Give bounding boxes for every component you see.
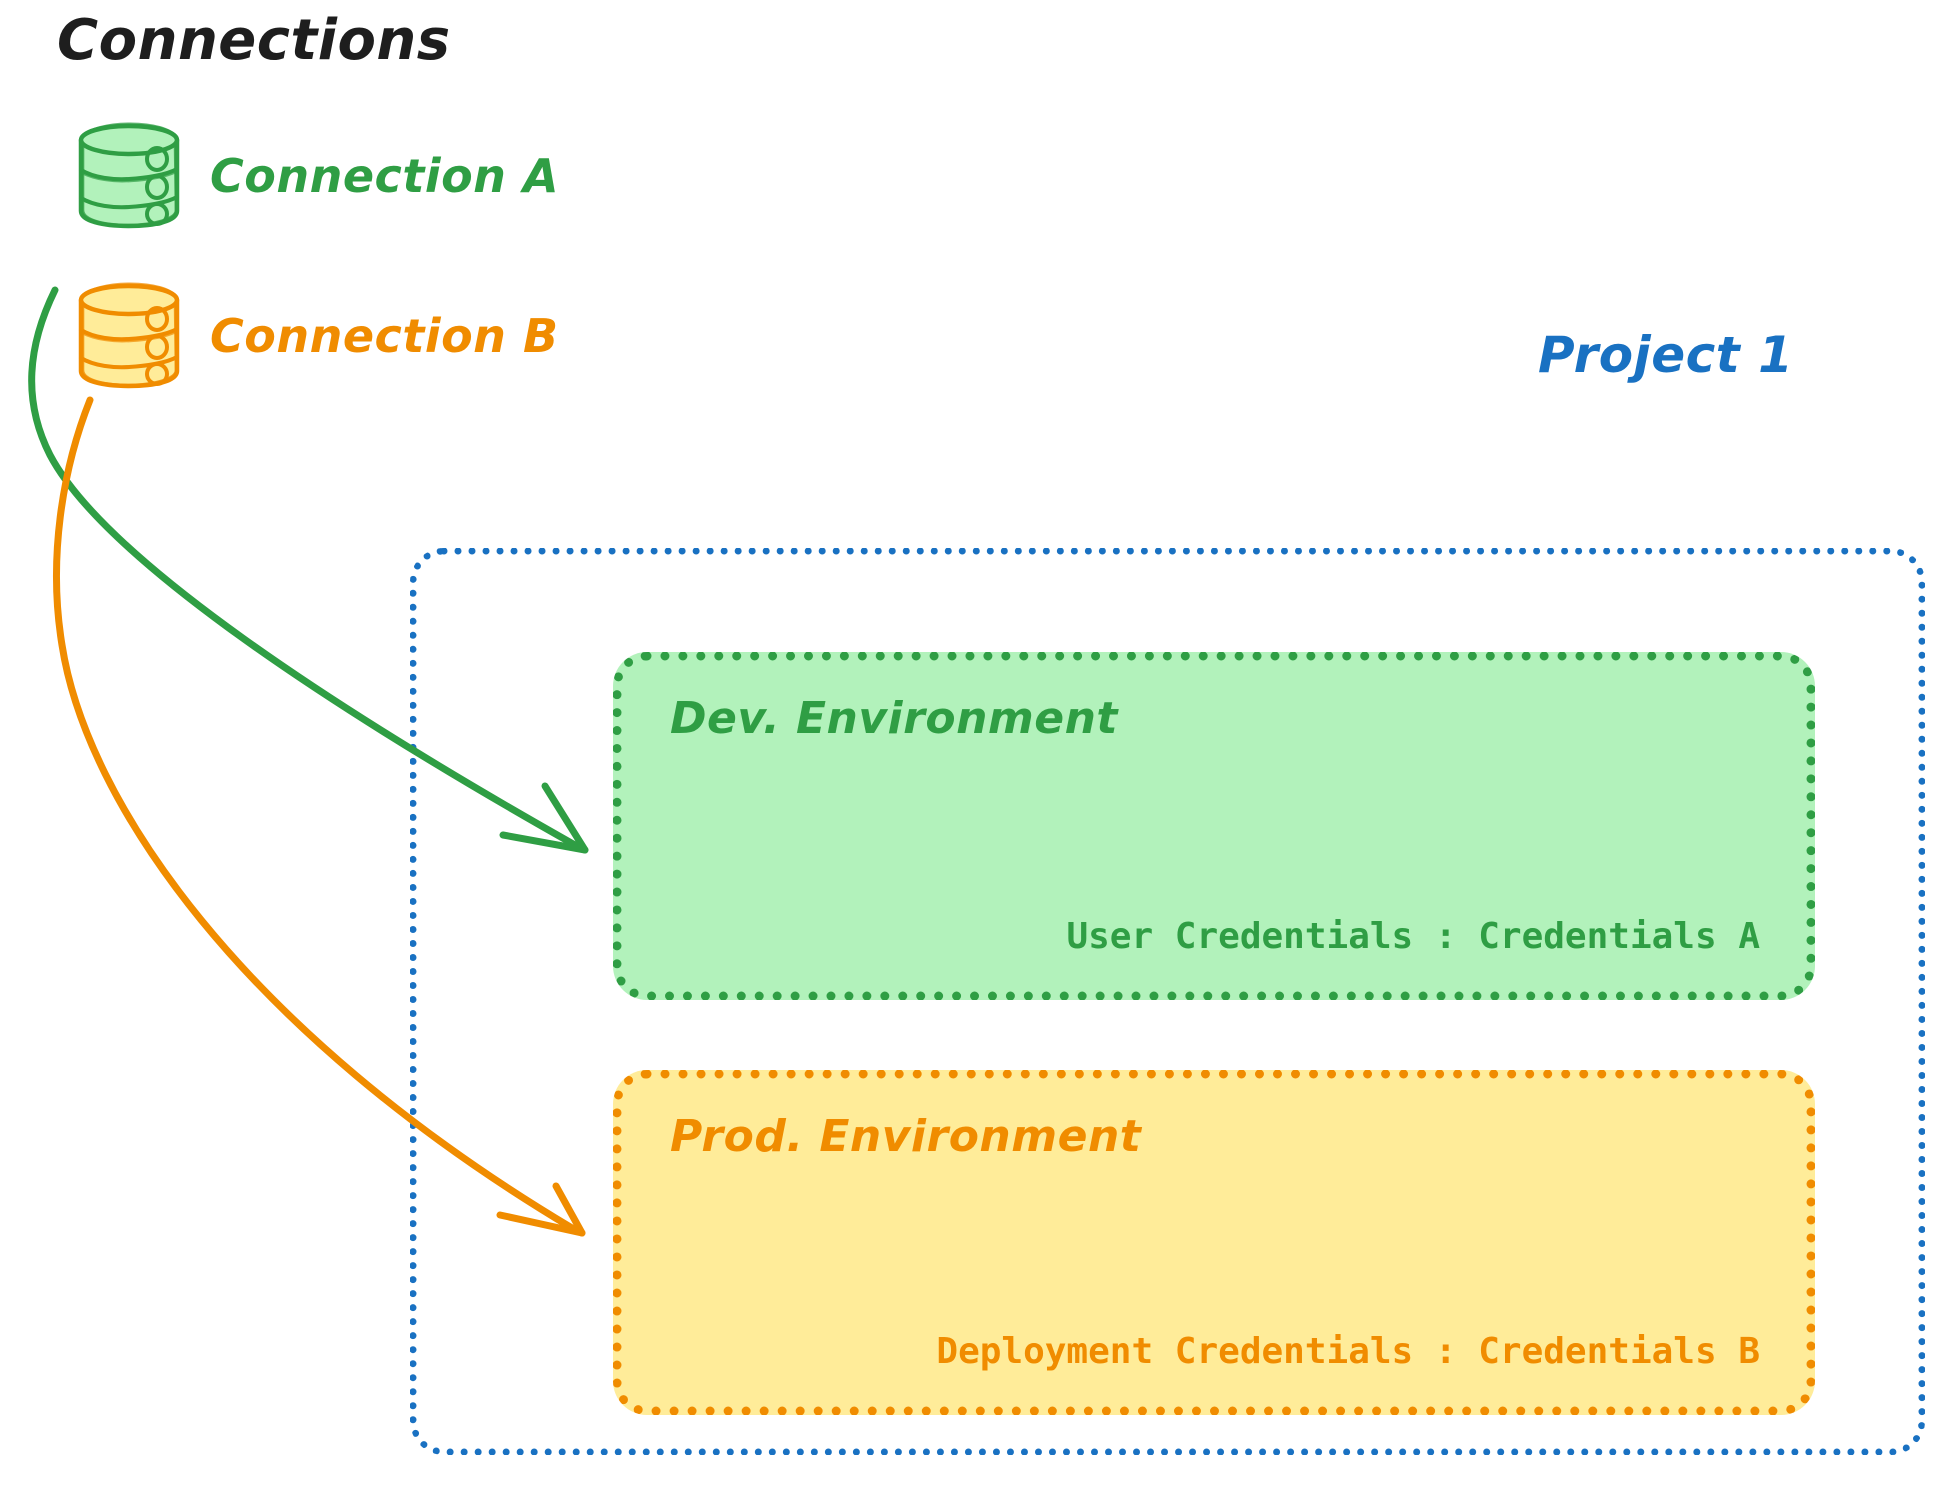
prod-environment-box[interactable]: Prod. Environment Deployment Credentials…: [613, 1070, 1815, 1415]
dev-environment-credentials: User Credentials : Credentials A: [1066, 916, 1760, 958]
dev-environment-title: Dev. Environment: [670, 693, 1118, 744]
prod-environment-credentials: Deployment Credentials : Credentials B: [936, 1331, 1760, 1373]
prod-environment-title: Prod. Environment: [670, 1111, 1142, 1162]
connections-section-title: Connections: [57, 8, 451, 73]
connection-item-a[interactable]: Connection A: [70, 118, 559, 230]
database-cylinder-icon: [78, 282, 180, 389]
dev-environment-box[interactable]: Dev. Environment User Credentials : Cred…: [613, 652, 1815, 1000]
connection-b-label: Connection B: [210, 309, 559, 363]
database-cylinder-icon: [78, 122, 180, 229]
project-title: Project 1: [1538, 326, 1794, 384]
connection-item-b[interactable]: Connection B: [70, 278, 559, 390]
connection-a-label: Connection A: [210, 149, 560, 203]
